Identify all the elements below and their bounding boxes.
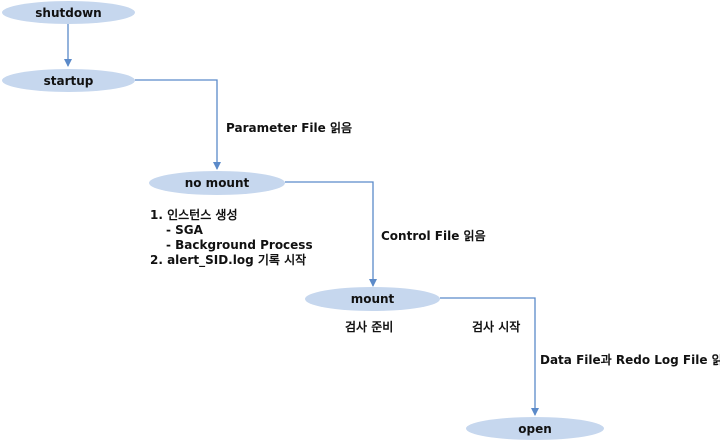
node-shutdown-label: shutdown xyxy=(35,5,102,20)
node-no-mount-label: no mount xyxy=(184,176,250,190)
node-mount: mount xyxy=(305,287,440,311)
node-open-label: open xyxy=(518,421,552,436)
connector-startup-nomount xyxy=(135,79,221,170)
nomount-step-2: 2. alert_SID.log 기록 시작 xyxy=(150,253,307,267)
node-no-mount: no mount xyxy=(149,171,285,195)
nomount-step-1-sga: - SGA xyxy=(166,223,203,237)
node-mount-label: mount xyxy=(350,292,395,306)
connector-nomount-mount xyxy=(285,181,377,287)
node-startup-label: startup xyxy=(43,73,94,88)
nomount-step-1: 1. 인스턴스 생성 xyxy=(150,208,238,222)
mount-note-prepare: 검사 준비 xyxy=(345,320,394,334)
nomount-steps: 1. 인스턴스 생성 - SGA - Background Process 2.… xyxy=(150,208,313,268)
node-open: open xyxy=(466,417,604,440)
edge-label-data-redo: Data File과 Redo Log File 읽음 xyxy=(540,353,720,367)
nomount-step-1-bg: - Background Process xyxy=(166,238,313,252)
edge-label-parameter-file: Parameter File 읽음 xyxy=(226,121,353,135)
mount-note-start: 검사 시작 xyxy=(472,320,521,334)
node-startup: startup xyxy=(2,69,135,92)
node-shutdown: shutdown xyxy=(2,1,135,24)
edge-label-control-file: Control File 읽음 xyxy=(381,229,486,243)
connector-mount-open xyxy=(440,297,539,416)
